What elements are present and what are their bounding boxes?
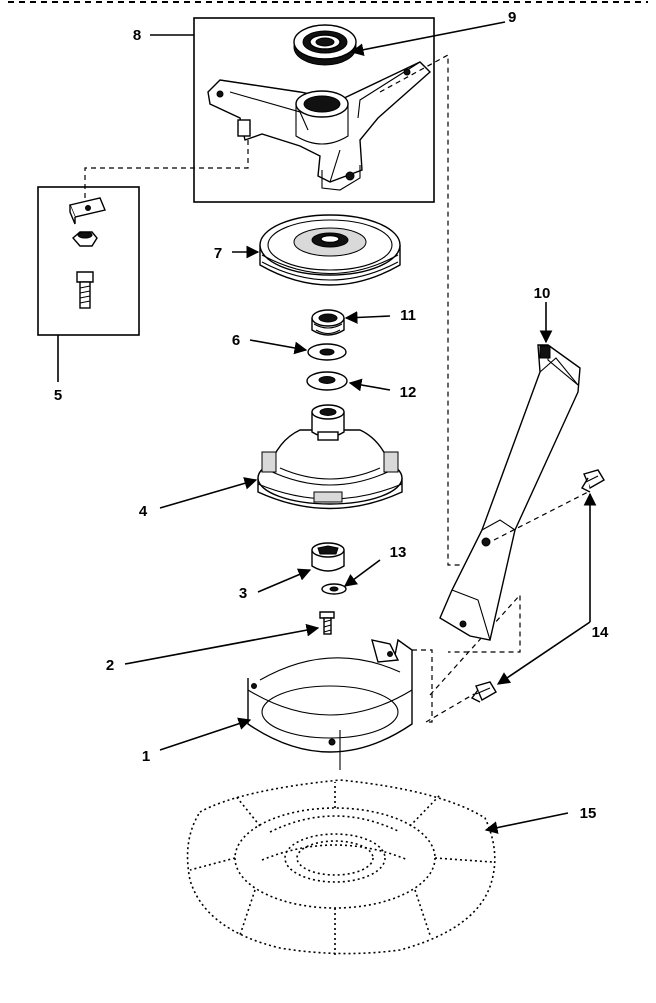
screw-2 xyxy=(319,611,335,635)
callout-4: 4 xyxy=(139,503,148,520)
pulley-7 xyxy=(259,214,401,286)
washer-13 xyxy=(321,583,347,595)
screw-14-upper xyxy=(581,469,605,493)
label-9-leader xyxy=(350,21,506,57)
label-6-leader xyxy=(249,339,308,355)
clutch-spring-11 xyxy=(311,309,345,336)
fastener-kit-box xyxy=(37,186,140,336)
callout-2: 2 xyxy=(106,657,114,674)
callout-9: 9 xyxy=(508,9,516,26)
callout-14: 14 xyxy=(592,624,609,641)
callout-6: 6 xyxy=(232,332,240,349)
screw-14-dashed-line xyxy=(425,693,475,723)
screw-14-lower xyxy=(470,681,497,703)
callout-8: 8 xyxy=(133,27,141,44)
shield-dashed-line-a xyxy=(412,649,433,723)
callout-11: 11 xyxy=(400,307,416,324)
callout-5: 5 xyxy=(54,387,62,404)
label-15-leader xyxy=(484,812,569,834)
callout-12: 12 xyxy=(400,384,417,401)
spider-hub-8 xyxy=(207,61,432,191)
label-13-leader xyxy=(343,559,381,587)
bracket-10 xyxy=(439,344,581,641)
drive-housing-4 xyxy=(257,404,403,510)
fastener-kit-group xyxy=(37,186,140,382)
drive-shield-1 xyxy=(247,638,413,770)
callout-3: 3 xyxy=(239,585,247,602)
label-14-leader-lower xyxy=(496,621,591,685)
spider-assembly-group xyxy=(150,17,506,203)
shield-dashed-line-b xyxy=(429,593,521,696)
bushing-3 xyxy=(311,542,345,572)
callout-15: 15 xyxy=(580,805,597,822)
label-1-leader xyxy=(159,717,252,751)
label-2-leader xyxy=(124,623,320,665)
bearing-9 xyxy=(293,24,357,66)
spider-to-bolt-dashed-line xyxy=(84,140,249,198)
callout-13: 13 xyxy=(390,544,407,561)
callout-10: 10 xyxy=(534,285,551,302)
callout-1: 1 xyxy=(142,748,150,765)
label-4-leader xyxy=(159,477,258,509)
tub-base-15 xyxy=(186,779,496,955)
spider-to-bracket-dashed-line xyxy=(379,53,460,566)
label-11-leader xyxy=(344,311,391,324)
label-3-leader xyxy=(257,568,312,593)
washer-6 xyxy=(307,343,347,361)
spider-assembly-box xyxy=(193,17,435,203)
washer-12 xyxy=(306,371,348,391)
label-12-leader xyxy=(348,378,391,392)
callout-7: 7 xyxy=(214,245,222,262)
